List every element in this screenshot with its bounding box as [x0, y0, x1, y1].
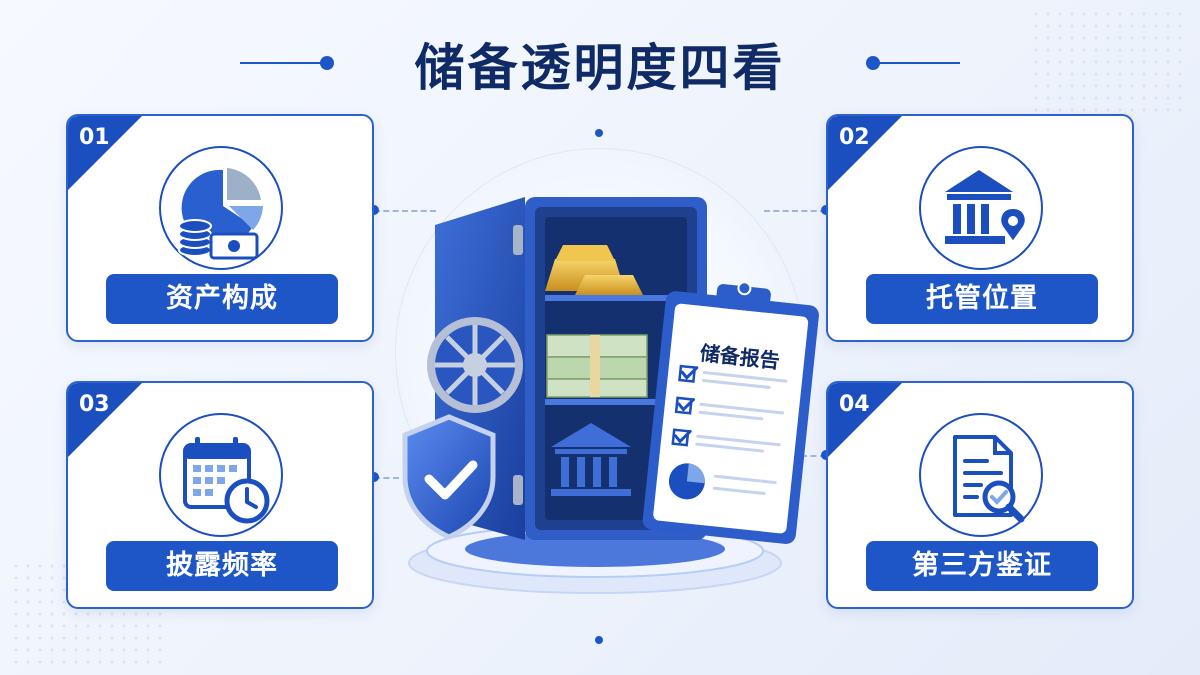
card-corner [828, 383, 902, 457]
title-line-left [240, 62, 326, 64]
connector-dot-03 [369, 472, 379, 482]
bottom-center-dot [595, 636, 603, 644]
card-label: 资产构成 [106, 274, 338, 324]
connector-dot-01 [369, 205, 379, 215]
card-number: 04 [839, 392, 870, 417]
document-magnifier-icon [919, 413, 1043, 537]
page-title: 储备透明度四看 [414, 39, 786, 97]
card-number: 02 [839, 125, 870, 150]
card-third-party-attestation: 04 第三方鉴证 [826, 381, 1134, 609]
card-label: 披露频率 [106, 541, 338, 591]
card-corner [68, 383, 142, 457]
card-corner [68, 116, 142, 190]
title-dot-left [320, 56, 334, 70]
vault-safe-icon: 储备报告 [385, 185, 825, 609]
pie-coins-cash-icon [159, 146, 283, 270]
connector-02 [764, 210, 826, 212]
card-asset-composition: 01 资产构成 [66, 114, 374, 342]
header: 储备透明度四看 [0, 22, 1200, 102]
card-number: 01 [79, 125, 110, 150]
connector-03 [374, 477, 418, 479]
top-center-dot [595, 129, 603, 137]
connector-01 [374, 210, 436, 212]
card-custody-location: 02 托管位置 [826, 114, 1134, 342]
bank-location-icon [919, 146, 1043, 270]
calendar-clock-icon [159, 413, 283, 537]
card-corner [828, 116, 902, 190]
card-disclosure-frequency: 03 披露频率 [66, 381, 374, 609]
dot-pattern-top-right [1030, 8, 1190, 118]
title-line-right [874, 62, 960, 64]
title-dot-right [866, 56, 880, 70]
card-number: 03 [79, 392, 110, 417]
card-label: 第三方鉴证 [866, 541, 1098, 591]
card-label: 托管位置 [866, 274, 1098, 324]
